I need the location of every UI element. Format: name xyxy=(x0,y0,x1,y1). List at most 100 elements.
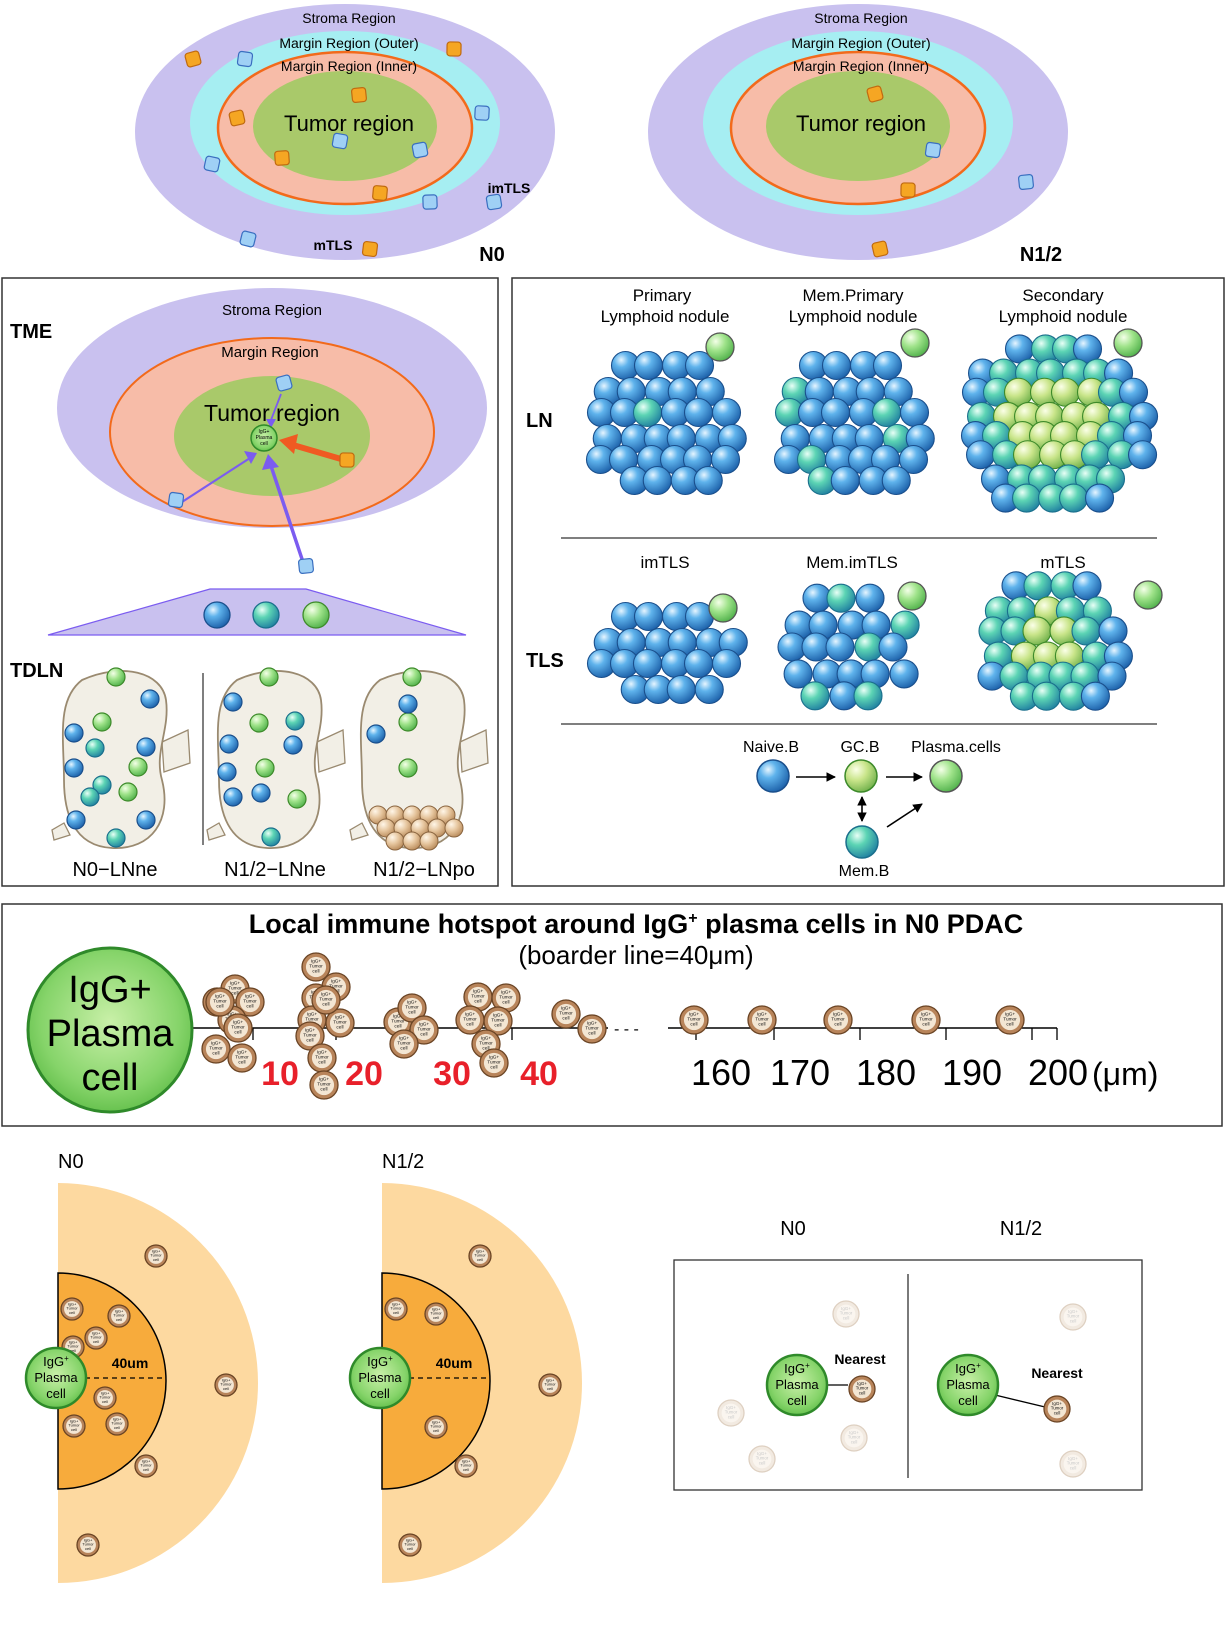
n12-tls-marker-3 xyxy=(1018,174,1034,190)
tls-imtls-cell-1 xyxy=(633,601,664,632)
n12-tls-marker-1 xyxy=(924,141,942,159)
tdln-node-1-cell-10 xyxy=(287,789,307,809)
ln-secondary-plasma xyxy=(1113,328,1143,358)
halo-n12-inner xyxy=(381,1272,491,1490)
halo-n0-tumor-cell-1-label-2: cell xyxy=(69,1310,75,1315)
halo-n0-radius-label: 40um xyxy=(112,1355,149,1371)
nn-left-faded-cell-3-label-0: IgG+ xyxy=(757,1451,767,1456)
nn-right-plasma-cell: IgG+ Plasma cell xyxy=(936,1353,1000,1417)
hotspot-tumor-cell-24-label-0: IgG+ xyxy=(481,1036,492,1042)
hotspot-tumor-cell-7-label-1: Tumor xyxy=(213,999,227,1005)
hotspot-tumor-cell-21-label-0: IgG+ xyxy=(473,989,484,995)
nn-left-faded-cell-2-label-2: cell xyxy=(851,1439,858,1444)
tls-title-2: mTLS xyxy=(1040,553,1085,572)
tdln-node-1-cell-5 xyxy=(283,735,303,755)
tdln-node-0-cell-6 xyxy=(64,758,84,778)
halo-n12-tumor-cell-1-label-0: IgG+ xyxy=(392,1301,401,1306)
halo-n12: 40um xyxy=(381,1183,582,1583)
halo-n0-tumor-cell-4-label-2: cell xyxy=(70,1348,76,1353)
metastasis-cell xyxy=(385,831,405,851)
n0-tls-marker-7 xyxy=(274,150,290,166)
tdln-node-1-cell-1 xyxy=(223,692,243,712)
halo-n12-tumor-cell-3-label-0: IgG+ xyxy=(432,1419,441,1424)
hotspot-tumor-cell-5-label-0: IgG+ xyxy=(211,1041,222,1047)
naive-b-cell xyxy=(756,759,790,793)
hotspot-tumor-cell-2-label-1: Tumor xyxy=(243,999,257,1005)
halo-n12-tumor-cell-3-label-1: Tumor xyxy=(430,1424,442,1429)
n0-stroma-label: Stroma Region xyxy=(302,10,395,26)
nn-right-faded-cell-0-label-0: IgG+ xyxy=(1068,1309,1078,1314)
bottom-left-label: N0 xyxy=(58,1151,84,1173)
halo-n0-inner xyxy=(57,1272,167,1490)
ln-primary-cell-3 xyxy=(684,350,715,381)
hotspot-tumor-cell-11-label-2: cell xyxy=(336,1025,343,1031)
arrow-head-top xyxy=(266,419,276,428)
hotspot-tumor-cell-14-label-0: IgG+ xyxy=(317,1050,328,1056)
hotspot-tumor-cell-18-label-0: IgG+ xyxy=(407,1000,418,1006)
nn-left-faded-cell-1-label-0: IgG+ xyxy=(726,1405,736,1410)
ln-primary-cell-13 xyxy=(683,397,714,428)
tls-imtls-plasma xyxy=(708,593,738,623)
tick-black-170: 170 xyxy=(770,1052,830,1093)
hotspot-tumor-cell-20-label-2: cell xyxy=(400,1046,407,1052)
hotspot-tumor-cell-6-label-2: cell xyxy=(238,1060,245,1066)
tdln-node-1-cell-3 xyxy=(249,713,269,733)
tls-mem-imtls-cell-18 xyxy=(800,681,830,711)
halo-n0-tumor-cell-0-label-0: IgG+ xyxy=(152,1248,161,1253)
tdln-node-2-cell-3 xyxy=(398,694,418,714)
tdln-node-label-1: N1/2−LNne xyxy=(224,859,326,881)
halo-n0-tumor-cell-3-label-1: Tumor xyxy=(90,1335,102,1340)
hotspot-tumor-cell-32-label-1: Tumor xyxy=(919,1017,933,1023)
ln-mem-primary xyxy=(773,350,935,496)
hotspot-tumor-cell-33-label-1: Tumor xyxy=(1003,1017,1017,1023)
hotspot-tumor-cell-16-label-2: cell xyxy=(322,1002,329,1008)
nn-left-faded-cell-2-label-1: Tumor xyxy=(848,1435,861,1440)
hotspot-tumor-cell-22-label-2: cell xyxy=(502,1000,509,1006)
nn-right-faded-cell-1-label-2: cell xyxy=(1070,1465,1077,1470)
ln-mem-primary-plasma xyxy=(900,328,930,358)
halo-n0-tumor-cell-7-label-0: IgG+ xyxy=(70,1418,79,1423)
nn-left-nearest-cell-label-0: IgG+ xyxy=(857,1381,867,1386)
axis-unit: (μm) xyxy=(1092,1056,1158,1092)
tls-mtls-plasma xyxy=(1133,580,1163,610)
hotspot-tumor-cell-21-label-1: Tumor xyxy=(471,994,485,1000)
ln-primary-cell-30 xyxy=(693,465,723,496)
tdln-node-1 xyxy=(206,667,346,849)
hotspot-tumor-cell-20-label-1: Tumor xyxy=(397,1041,411,1047)
n0-tls-marker-11 xyxy=(422,194,438,210)
nn-right-faded-cell-0-label-1: Tumor xyxy=(1067,1314,1080,1319)
hotspot-tumor-cell-8-label-2: cell xyxy=(312,969,319,975)
halo-n0-tumor-cell-0-label-1: Tumor xyxy=(150,1253,162,1258)
b-cell-legend: Naive.B GC.B Plasma.cells Mem.B xyxy=(743,739,1001,880)
halo-n0-tumor-cell-5-label-0: IgG+ xyxy=(101,1390,110,1395)
tme-title: TME xyxy=(10,321,52,343)
n0-tls-marker-8 xyxy=(411,141,429,159)
nn-right-plasma-line2: Plasma xyxy=(946,1377,990,1392)
tdln-node-0-cell-10 xyxy=(118,782,138,802)
hotspot-tumor-cell-12-label-0: IgG+ xyxy=(307,1012,318,1018)
n12-inner-label: Margin Region (Inner) xyxy=(793,58,929,74)
n12-tls-marker-4 xyxy=(871,240,889,258)
nn-right-nearest-cell-label-1: Tumor xyxy=(1051,1406,1064,1411)
hotspot-tumor-cell-13-label-1: Tumor xyxy=(303,1033,317,1039)
nn-right-nearest-cell-label-2: cell xyxy=(1054,1410,1061,1415)
hotspot-tumor-cell-17-label-1: Tumor xyxy=(391,1019,405,1025)
lymph-clusters xyxy=(585,328,1163,711)
nn-right-label: N1/2 xyxy=(1000,1218,1042,1240)
tme-stroma-label: Stroma Region xyxy=(222,302,322,319)
